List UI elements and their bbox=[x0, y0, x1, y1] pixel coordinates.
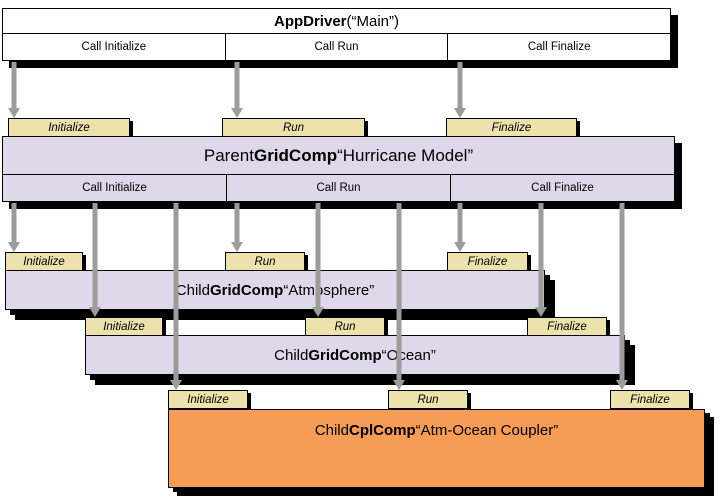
coupler-cplcomp-box: Child CplComp“Atm-Ocean Coupler” bbox=[168, 409, 705, 488]
parent-title-prefix: Parent bbox=[203, 145, 254, 165]
coupler-finalize-tab: Finalize bbox=[610, 390, 690, 409]
ocean-finalize-tab: Finalize bbox=[527, 317, 607, 336]
appdriver-call-run: Call Run bbox=[224, 34, 448, 60]
atmosphere-title-type: GridComp bbox=[209, 281, 284, 299]
parent-finalize-tab: Finalize bbox=[446, 118, 577, 138]
arrow-parent-finalize-atmosphere bbox=[454, 203, 466, 252]
parent-run-tab: Run bbox=[222, 118, 365, 138]
arrow-appdriver-initialize bbox=[8, 62, 20, 118]
arrow-appdriver-run bbox=[231, 62, 243, 118]
parent-call-run: Call Run bbox=[226, 175, 450, 201]
ocean-gridcomp-box: Child GridComp “Ocean” bbox=[85, 335, 625, 375]
atmosphere-title-name: “Atmosphere” bbox=[283, 281, 375, 299]
parent-call-finalize: Call Finalize bbox=[450, 175, 674, 201]
appdriver-box: AppDriver (“Main”) bbox=[2, 8, 671, 34]
parent-title-type: GridComp bbox=[253, 145, 338, 165]
atmosphere-initialize-tab: Initialize bbox=[5, 252, 83, 271]
appdriver-call-initialize: Call Initialize bbox=[81, 41, 147, 53]
coupler-title-prefix: Child bbox=[314, 422, 349, 439]
atmosphere-run-tab: Run bbox=[225, 252, 305, 271]
ocean-title-prefix: Child bbox=[274, 346, 309, 364]
parent-initialize-tab: Initialize bbox=[8, 118, 130, 138]
parent-call-row: Call Initialize Call Run Call Finalize bbox=[2, 174, 675, 202]
parent-title-name: “Hurricane Model” bbox=[337, 145, 474, 165]
atmosphere-title-prefix: Child bbox=[175, 281, 210, 299]
coupler-title-name: “Atm-Ocean Coupler” bbox=[415, 422, 559, 439]
appdriver-call-finalize: Call Finalize bbox=[447, 34, 670, 60]
ocean-run-tab: Run bbox=[305, 317, 385, 336]
appdriver-title-bold: AppDriver bbox=[273, 12, 347, 30]
coupler-run-tab: Run bbox=[388, 390, 468, 409]
arrow-appdriver-finalize bbox=[454, 62, 466, 118]
appdriver-call-row: Call Initialize Call Run Call Finalize bbox=[2, 33, 671, 61]
arrow-parent-initialize-atmosphere bbox=[8, 203, 20, 252]
atmosphere-finalize-tab: Finalize bbox=[447, 252, 528, 271]
coupler-initialize-tab: Initialize bbox=[168, 390, 248, 409]
coupler-title-type: CplComp bbox=[348, 422, 416, 439]
arrow-parent-run-atmosphere bbox=[231, 203, 243, 252]
parent-call-initialize: Call Initialize bbox=[82, 182, 147, 194]
ocean-initialize-tab: Initialize bbox=[85, 317, 163, 336]
appdriver-title-rest: (“Main”) bbox=[346, 12, 400, 30]
atmosphere-gridcomp-box: Child GridComp “Atmosphere” bbox=[5, 270, 545, 310]
ocean-title-type: GridComp bbox=[308, 346, 382, 364]
parent-gridcomp-box: Parent GridComp “Hurricane Model” bbox=[2, 136, 675, 175]
ocean-title-name: “Ocean” bbox=[381, 346, 436, 364]
